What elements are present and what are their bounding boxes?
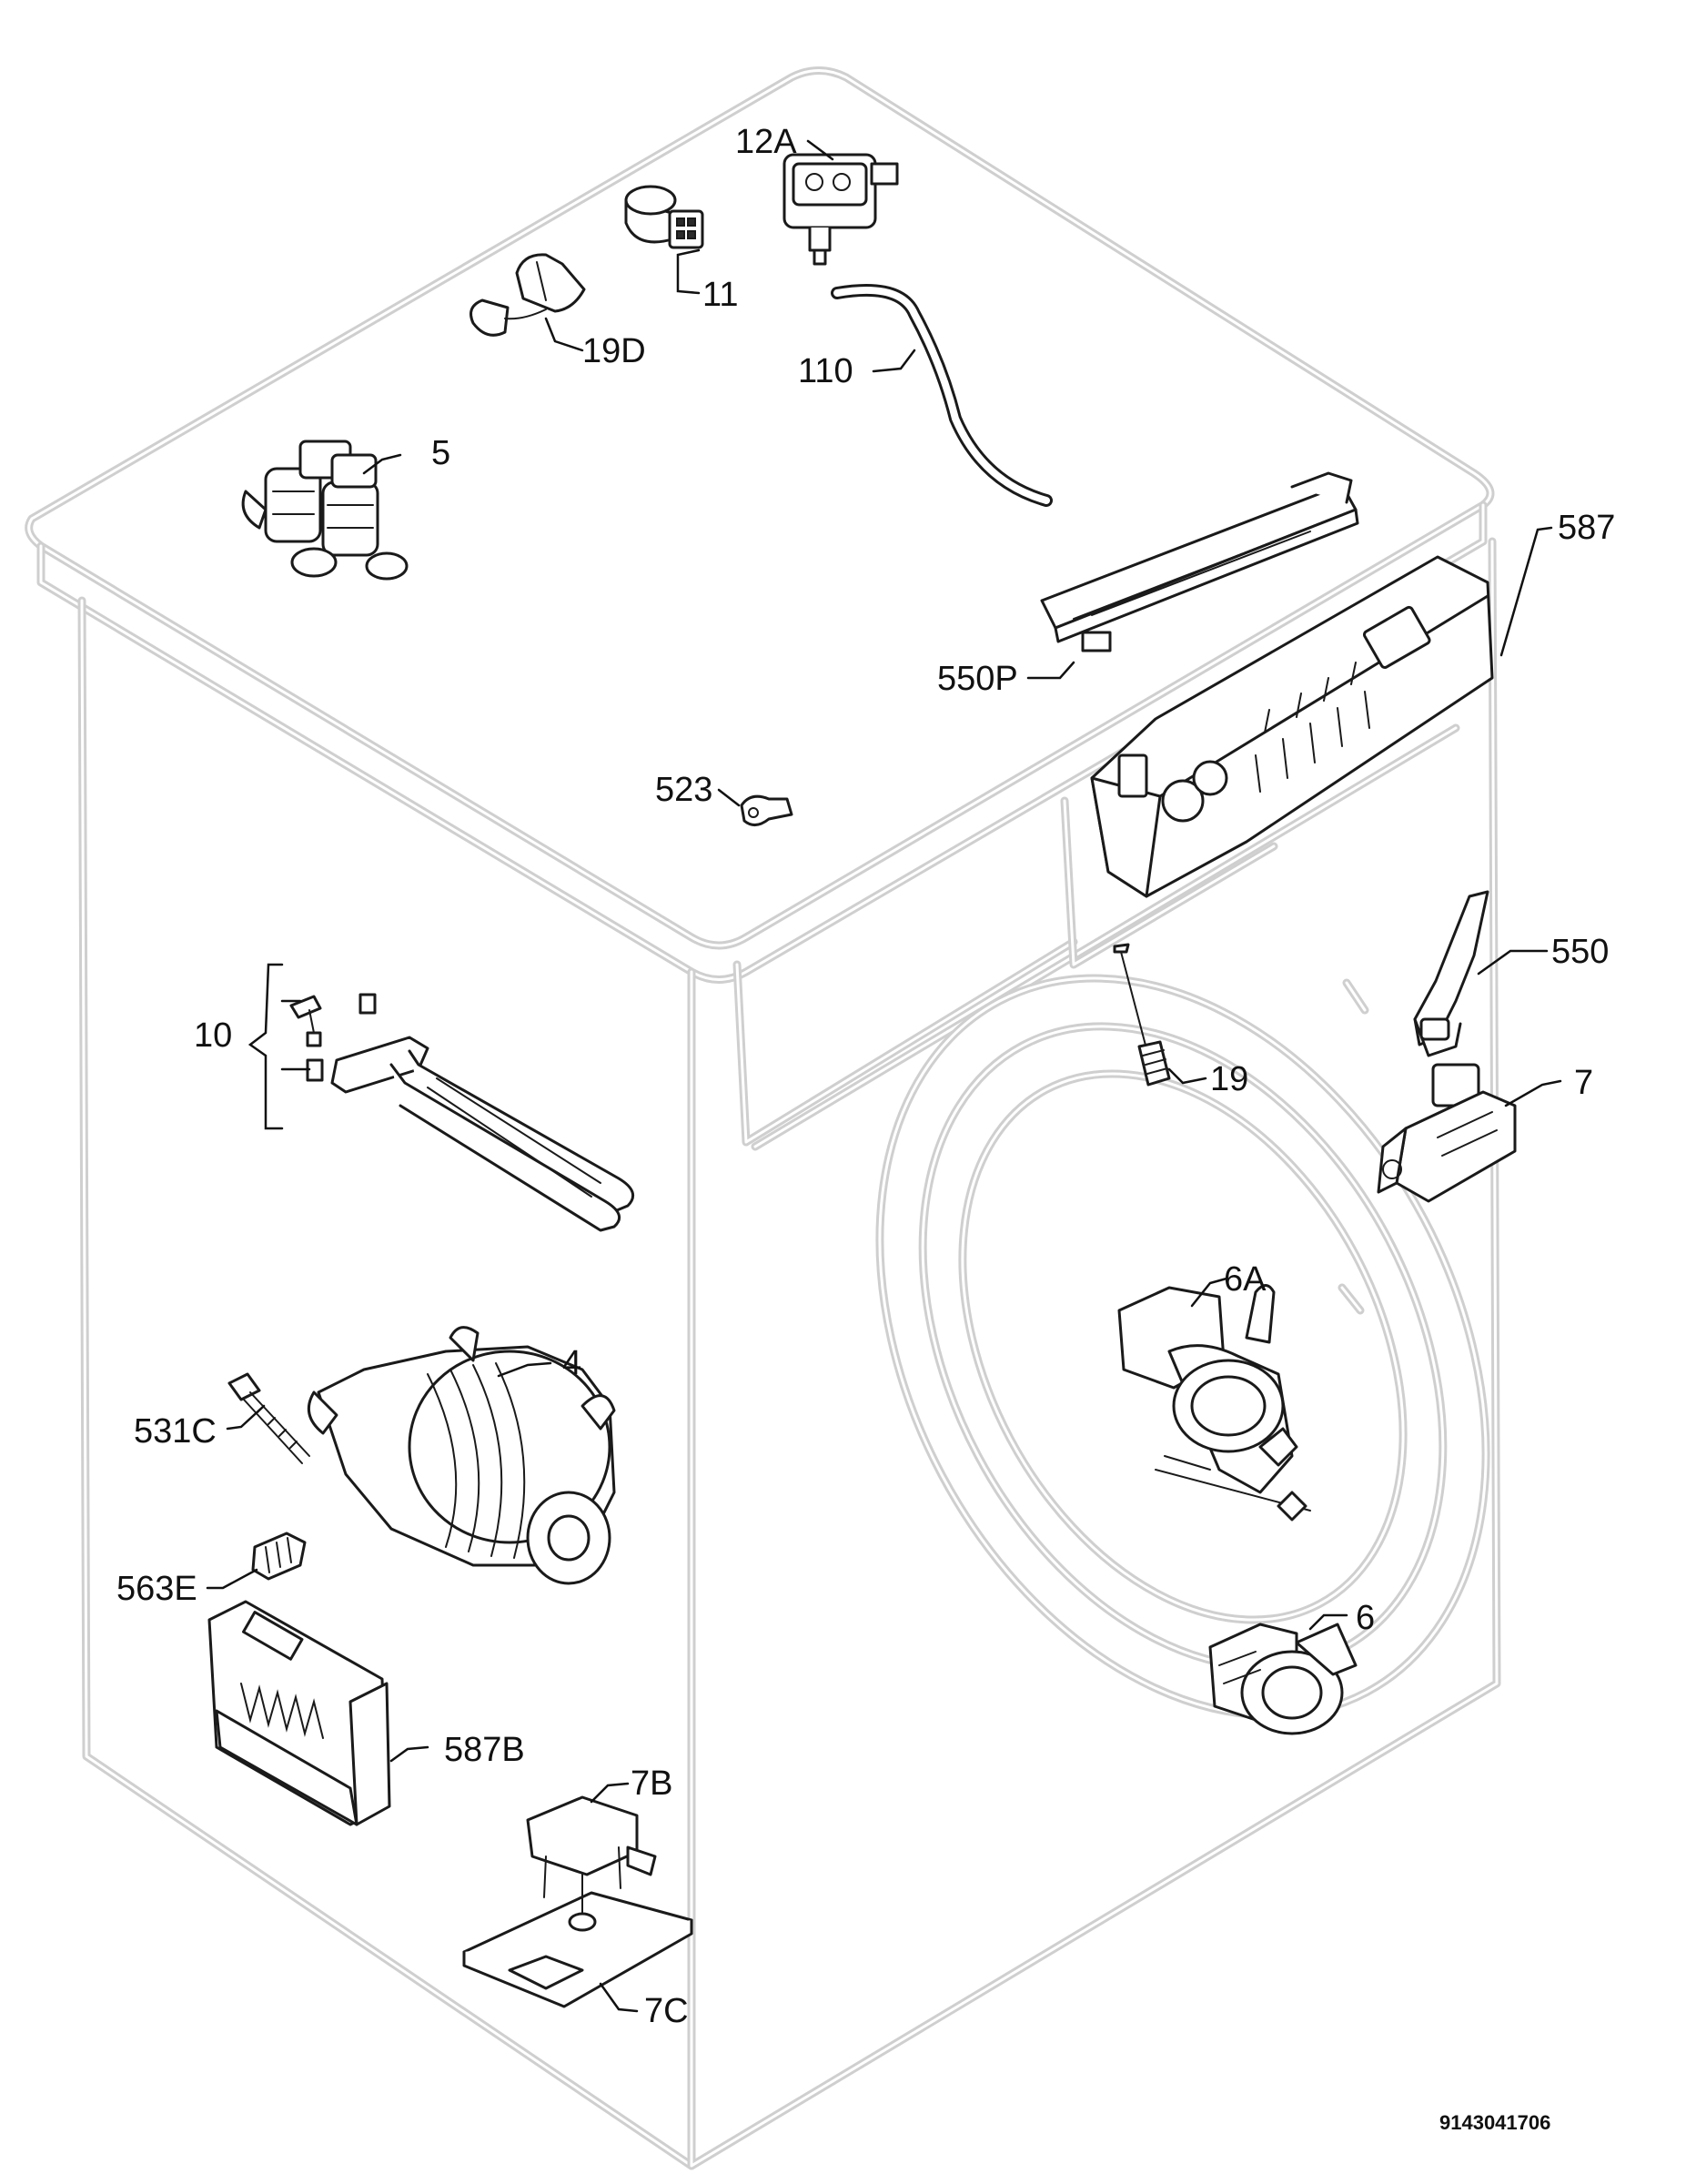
callout-6: 6	[1356, 1599, 1375, 1637]
callout-523: 523	[655, 771, 712, 809]
callout-11: 11	[702, 276, 738, 314]
callout-7: 7	[1574, 1064, 1593, 1102]
inlet-valve-part	[241, 440, 409, 581]
callout-4: 4	[562, 1344, 581, 1382]
callout-550: 550	[1551, 933, 1609, 971]
callout-587: 587	[1558, 509, 1615, 547]
cable-clip-part	[469, 253, 586, 337]
motor-part	[307, 1326, 616, 1585]
motor-bolt-part	[227, 1372, 310, 1464]
callout-19D: 19D	[582, 332, 646, 370]
small-clip-part	[740, 794, 793, 826]
pressure-switch-part	[782, 153, 899, 266]
heating-element-part	[289, 993, 635, 1232]
callout-19: 19	[1210, 1060, 1248, 1098]
callout-563E: 563E	[116, 1570, 197, 1608]
drain-pump-part	[1117, 1284, 1311, 1522]
door-lock-part	[1377, 1063, 1517, 1203]
callout-7C: 7C	[644, 1992, 689, 2030]
motor-control-module-part	[207, 1600, 391, 1826]
callout-587B: 587B	[444, 1731, 525, 1769]
callout-550P: 550P	[937, 660, 1018, 698]
connector-block-part	[251, 1532, 307, 1581]
door-handle-part	[1413, 890, 1489, 1057]
callout-5: 5	[431, 434, 450, 472]
seal-clamp-bolt-part	[1113, 943, 1171, 1087]
callout-110: 110	[798, 352, 853, 390]
pressure-hose-part	[831, 283, 1053, 507]
callout-531C: 531C	[134, 1412, 217, 1451]
callout-7B: 7B	[631, 1764, 672, 1803]
callout-12A: 12A	[735, 123, 797, 161]
cabinet-outline	[25, 66, 1501, 2170]
lock-base-plate-part	[462, 1874, 693, 2008]
leader-lines	[206, 139, 1562, 2013]
circulation-pump-part	[1208, 1623, 1358, 1735]
control-panel-strip-part	[1040, 471, 1359, 652]
suppressor-capacitor-part	[624, 185, 704, 249]
electronic-board-part	[1090, 555, 1494, 898]
callout-labels: 12A 11 19D 110 5 587 550P 523 550 10 19 …	[116, 123, 1615, 2030]
document-number: 9143041706	[1439, 2111, 1550, 2134]
callout-6A: 6A	[1224, 1260, 1267, 1299]
callout-10: 10	[194, 1016, 232, 1055]
door-lock-bracket-part	[526, 1795, 657, 1898]
